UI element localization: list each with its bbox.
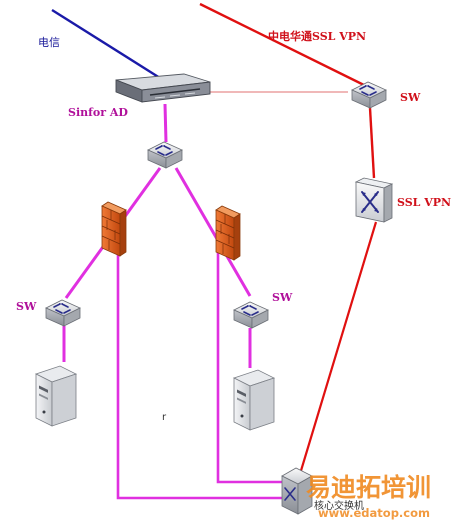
watermark: 易迪拓培训 www.edatop.com [306, 473, 431, 520]
sw-left [45, 299, 81, 327]
vpn-line-label: 中电华通SSL VPN [268, 29, 366, 43]
sw-distribution [147, 141, 183, 169]
vpn-links [199, 2, 378, 475]
sw-top-right-label: SW [400, 91, 421, 104]
ssl-vpn-label: SSL VPN [397, 196, 451, 209]
watermark-title: 易迪拓培训 [306, 473, 431, 502]
sw-left-label: SW [16, 300, 37, 313]
server-left [35, 365, 77, 427]
firewall-left [101, 201, 127, 257]
watermark-url: www.edatop.com [318, 506, 430, 520]
firewall-right [215, 205, 241, 261]
core-switch [281, 467, 313, 515]
sw-right [233, 301, 269, 329]
ssl-vpn-device [354, 177, 394, 223]
server-right [233, 369, 275, 431]
stray-r-label: r [162, 412, 167, 423]
sinfor-ad-device [115, 73, 211, 103]
sinfor-ad-label: Sinfor AD [68, 106, 128, 119]
sw-right-label: SW [272, 291, 293, 304]
telecom-line [51, 8, 161, 80]
telecom-label: 电信 [38, 36, 60, 49]
core-switch-label: 核心交换机 [314, 499, 364, 512]
sw-top-right [351, 81, 387, 109]
